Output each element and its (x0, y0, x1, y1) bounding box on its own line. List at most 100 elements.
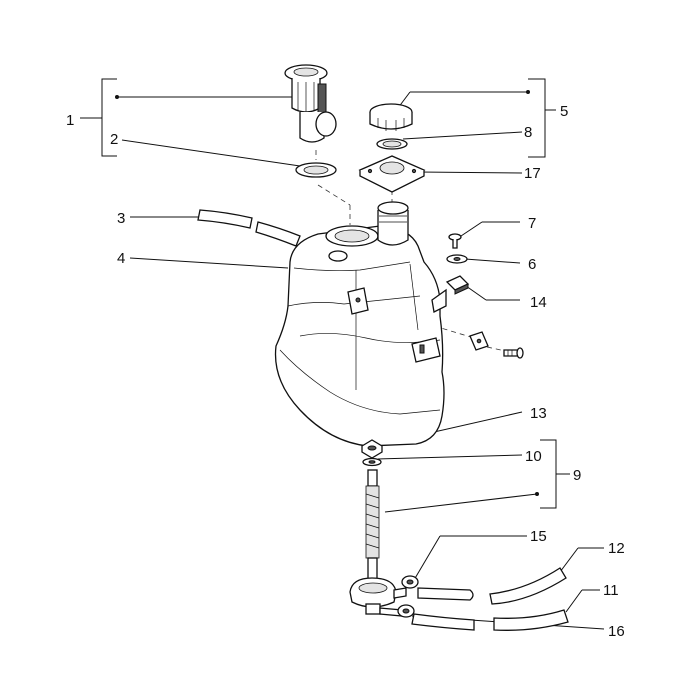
outlet-washer (362, 457, 382, 467)
tank-rear-edge (409, 263, 419, 331)
label-15: 15 (530, 528, 547, 545)
filter-mesh (365, 533, 380, 539)
fuel-pump-assembly (284, 64, 337, 143)
group-brackets (80, 78, 570, 509)
leader-lines (115, 90, 605, 630)
breather-hose-segment-b (255, 221, 301, 247)
callout-labels: 1 2 3 4 5 6 7 8 9 10 11 12 13 14 15 16 1… (66, 103, 625, 640)
label-7: 7 (528, 215, 536, 232)
outlet-nut-hole (367, 445, 377, 451)
sealing-ring (295, 162, 337, 178)
leader-6 (464, 258, 521, 264)
pump-flange-inner (293, 67, 319, 77)
pump-float (315, 111, 337, 137)
filter-mesh (365, 493, 380, 499)
screw-side-head (516, 347, 524, 359)
hose-clip-upper-center (406, 579, 414, 585)
label-16: 16 (608, 623, 625, 640)
label-13: 13 (530, 405, 547, 422)
sealing-ring-inner (303, 165, 329, 175)
filler-flange-bolt (411, 168, 417, 174)
fuel-tap-stem (367, 557, 378, 581)
tank-top-seam (293, 261, 411, 272)
filler-flange-edge (359, 170, 425, 193)
hose-clip-lower (397, 604, 415, 618)
tank-mount-lug-rear (411, 337, 441, 363)
leader-2 (121, 139, 301, 167)
bracket-group-9 (540, 439, 557, 509)
leader-14-tip (465, 285, 487, 301)
clip-nut-lower (469, 331, 489, 351)
fuel-hose-upper-short (417, 587, 474, 601)
cap-gasket (376, 138, 408, 150)
tank-side-tab (431, 288, 447, 313)
clip-nut-lower-hole (476, 338, 482, 344)
fuel-hoses (411, 567, 569, 631)
pump-float-arm (317, 83, 327, 117)
leader-12-tip (559, 547, 579, 573)
cap-gasket-inner (382, 140, 402, 148)
fuel-tank (274, 201, 447, 447)
fuel-tap-outlet-upper (393, 587, 407, 599)
bracket-group-5 (528, 78, 546, 158)
tank-filler-neck (377, 210, 409, 246)
filter-mesh (365, 523, 380, 529)
leader-7-tip (457, 221, 483, 239)
screw-side (503, 347, 524, 359)
label-17: 17 (524, 165, 541, 182)
label-4: 4 (117, 250, 125, 267)
leader-17 (417, 171, 523, 174)
fuel-tap-top-pipe (367, 469, 378, 487)
hose-clip-upper (401, 575, 419, 589)
leader-4 (129, 257, 289, 269)
label-9: 9 (573, 467, 581, 484)
filter-mesh (365, 513, 380, 519)
tank-boss (328, 250, 348, 262)
clip-nut-upper-side (454, 283, 469, 295)
label-14: 14 (530, 294, 547, 311)
fuel-hose-lower-long (493, 609, 569, 631)
washer-hole (453, 257, 461, 261)
filler-flange-hole (379, 161, 405, 175)
outlet-washer-hole (368, 460, 376, 464)
leader-15-tip (413, 535, 441, 581)
label-2: 2 (110, 131, 118, 148)
screw-side-shank (503, 349, 519, 357)
screw-top (448, 233, 462, 249)
leader-5-dot (526, 90, 530, 94)
label-10: 10 (525, 448, 542, 465)
tank-mid-seam (287, 295, 421, 307)
label-5: 5 (560, 103, 568, 120)
fuel-hose-upper-long (489, 567, 567, 605)
label-11: 11 (603, 582, 619, 599)
fuel-cap (369, 103, 413, 131)
filler-flange-bolt (367, 168, 373, 174)
leader-11-tip (565, 589, 583, 613)
leader-10 (377, 454, 523, 460)
washer (446, 254, 468, 264)
screw-top-shank (452, 239, 458, 249)
tank-bottom-curve (279, 349, 441, 415)
breather-hose-segment-a (197, 209, 253, 229)
clip-nut-upper (445, 275, 470, 295)
label-12: 12 (608, 540, 625, 557)
fuel-hose-lower-short (411, 613, 475, 631)
leader-9 (384, 493, 538, 513)
tank-pump-opening-inner (334, 229, 370, 243)
label-1: 1 (66, 112, 74, 129)
label-6: 6 (528, 256, 536, 273)
tank-mount-lug-hole (355, 297, 361, 303)
tank-mount-lug-slot (419, 344, 425, 354)
fuel-tap-body-top (358, 582, 388, 594)
leader-9-dot (535, 492, 539, 496)
leader-1-dot (115, 95, 119, 99)
fuel-tap-base (365, 603, 381, 615)
outlet-nut (361, 439, 383, 459)
breather-hose (197, 209, 301, 247)
filter-mesh (365, 503, 380, 509)
filter-mesh (365, 543, 380, 549)
cap-skirt (369, 112, 413, 130)
assembly-line-ring (317, 184, 351, 206)
leader-8 (402, 131, 523, 140)
